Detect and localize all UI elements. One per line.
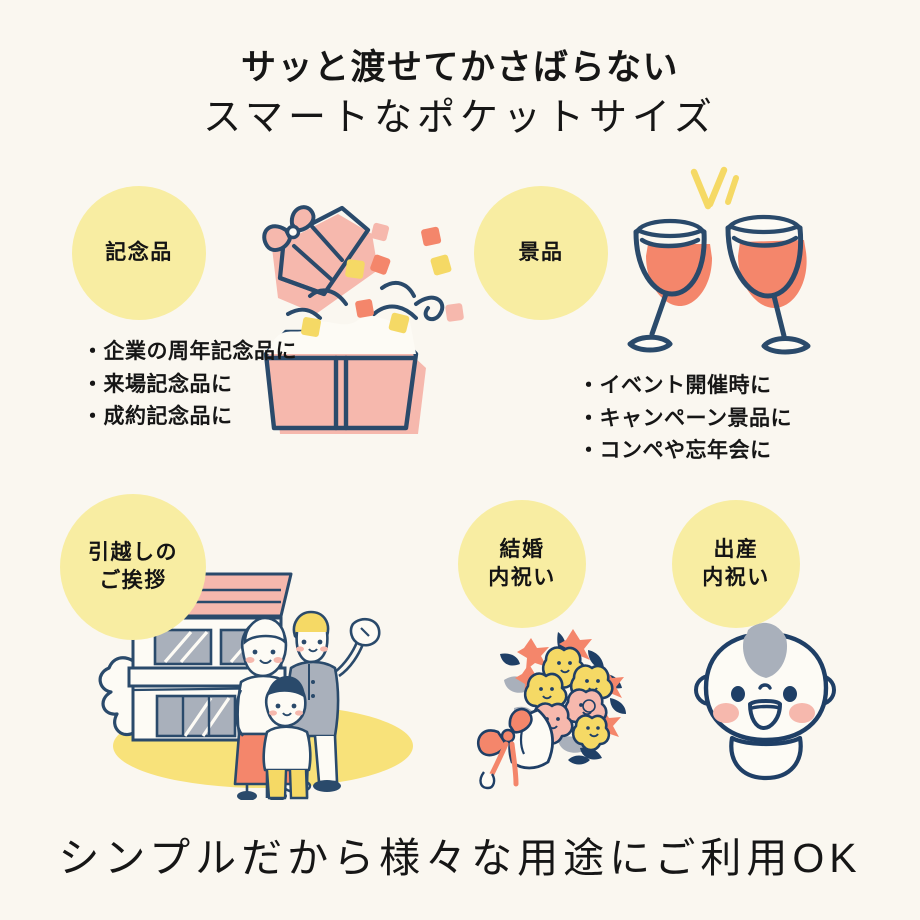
circle-hikkoshi[interactable]: 引越しの ご挨拶 [60,494,206,640]
circle-label-hikkoshi: 引越しの ご挨拶 [88,539,178,596]
circle-label-kinenhin: 記念品 [105,240,173,264]
bullet-item: ・来場記念品に [82,372,233,396]
bullet-item: ・イベント開催時に [578,374,772,397]
circle-label-shussan-line1: 出産 [713,537,759,561]
circle-label-kekkon-line1: 結婚 [499,537,545,561]
circle-keihin[interactable]: 景品 [474,186,608,320]
toasting-glasses-illustration [618,160,828,365]
bullet-list-keihin: ・イベント開催時に ・キャンペーン景品に ・コンペや忘年会に [578,370,792,468]
circle-label-shussan-line2: 内祝い [702,566,770,589]
house-family-illustration [95,550,415,800]
bullet-item: ・企業の周年記念品に [82,340,297,363]
headline-block: サッと渡せてかさばらない スマートなポケットサイズ [0,44,920,146]
circle-label-kekkon: 結婚 内祝い [488,536,556,593]
circle-shussan[interactable]: 出産 内祝い [672,500,800,628]
bullet-item: ・成約記念品に [82,405,233,429]
circle-label-kekkon-line2: 内祝い [488,566,556,589]
baby-illustration [686,612,846,782]
circle-label-keihin: 景品 [518,240,564,264]
circle-label-hikkoshi-line2: ご挨拶 [99,569,167,592]
bullet-item: ・コンペや忘年会に [578,439,772,463]
circle-label-hikkoshi-line1: 引越しの [88,540,178,564]
bullet-item: ・キャンペーン景品に [578,406,792,430]
circle-kinenhin[interactable]: 記念品 [72,186,206,320]
headline-line-1: サッと渡せてかさばらない [240,48,679,87]
bottom-banner-text: シンプルだから様々な用途にご利用OK [58,835,862,881]
headline-line-2: スマートなポケットサイズ [203,97,717,140]
circle-kekkon[interactable]: 結婚 内祝い [458,500,586,628]
bullet-list-kinenhin: ・企業の周年記念品に ・来場記念品に ・成約記念品に [82,336,297,434]
bouquet-illustration [462,612,642,792]
circle-label-shussan: 出産 内祝い [702,536,770,593]
gift-box-illustration [250,186,490,436]
